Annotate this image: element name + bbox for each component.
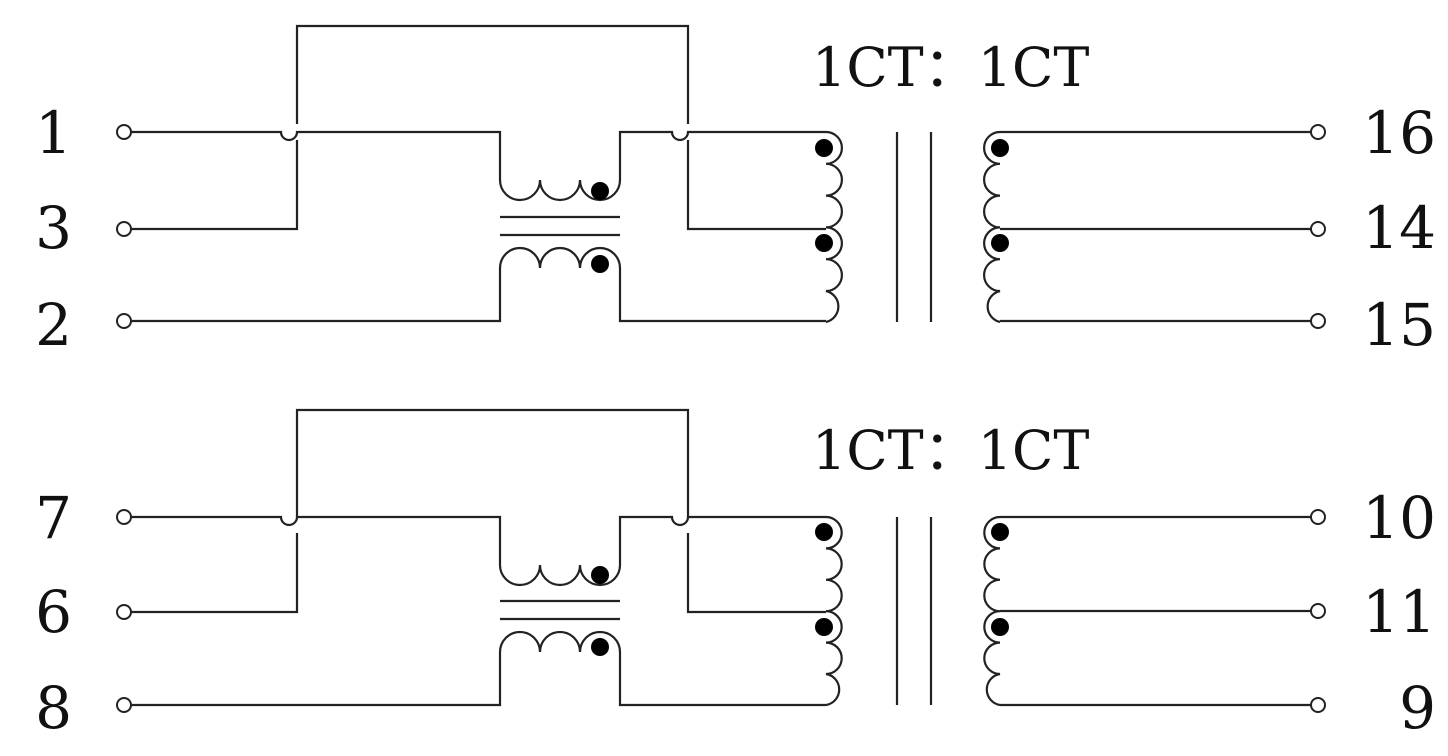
- channel-1-ratio-label: 1CT：1CT: [812, 36, 1089, 99]
- channel-2-left-terminal: [116, 604, 132, 620]
- channel-2-choke-dot-bottom: [591, 638, 609, 656]
- channel-2-right-terminal: [1310, 697, 1326, 713]
- pin-label: 8: [35, 674, 72, 742]
- channel-1-primary-coil: [825, 130, 843, 324]
- pin-label: 2: [35, 291, 72, 359]
- channel-2-secondary-coil: [983, 515, 1001, 707]
- channel-1-primary-dot-top: [815, 139, 833, 157]
- channel-1-right-wires: [1000, 130, 1318, 323]
- channel-1-choke-dot-bottom: [591, 255, 609, 273]
- pin-label: 1: [35, 99, 72, 167]
- channel-2-right-terminal: [1310, 509, 1326, 525]
- pin-label: 15: [1362, 291, 1436, 359]
- pin-label: 6: [35, 578, 72, 646]
- channel-2-left-terminal: [116, 697, 132, 713]
- channel-2-right-wires: [1000, 515, 1318, 707]
- channel-2-secondary-dot-mid: [991, 618, 1009, 636]
- channel-2-primary-dot-mid: [815, 618, 833, 636]
- pin-label: 14: [1362, 194, 1436, 262]
- channel-2-top-wire: [124, 515, 826, 587]
- channel-1-right-terminal: [1310, 313, 1326, 329]
- pin-label: 16: [1362, 99, 1436, 167]
- channel-1: 1CT：1CT 1 3 2 16 14 15: [35, 24, 1436, 359]
- channel-2-bottom-wire: [124, 630, 826, 707]
- channel-2-primary-coil: [825, 515, 843, 707]
- pin-label: 3: [35, 194, 72, 262]
- channel-2-left-terminal: [116, 509, 132, 525]
- channel-2-ratio-label: 1CT：1CT: [812, 419, 1089, 482]
- channel-2-secondary-dot-top: [991, 523, 1009, 541]
- channel-2-primary-dot-top: [815, 523, 833, 541]
- channel-1-secondary-dot-top: [991, 139, 1009, 157]
- channel-1-bottom-wire: [124, 246, 826, 323]
- channel-1-left-terminal: [116, 124, 132, 140]
- channel-1-primary-dot-mid: [815, 234, 833, 252]
- channel-1-secondary-coil: [983, 130, 1001, 324]
- channel-2-bridge-wire: [124, 408, 826, 614]
- channel-2-right-terminal: [1310, 603, 1326, 619]
- channel-1-right-terminal: [1310, 221, 1326, 237]
- channel-1-left-terminal: [116, 221, 132, 237]
- channel-1-top-wire: [124, 130, 826, 202]
- channel-1-left-terminal: [116, 313, 132, 329]
- channel-1-secondary-dot-mid: [991, 234, 1009, 252]
- channel-1-right-terminal: [1310, 124, 1326, 140]
- pin-label: 11: [1362, 578, 1436, 646]
- channel-2-choke-dot-top: [591, 566, 609, 584]
- channel-2: 1CT：1CT 7 6 8 10 11 9: [35, 408, 1436, 742]
- channel-1-bridge-wire: [124, 24, 826, 231]
- pin-label: 10: [1362, 484, 1436, 552]
- channel-1-choke-dot-top: [591, 182, 609, 200]
- pin-label: 9: [1399, 674, 1436, 742]
- pin-label: 7: [35, 484, 72, 552]
